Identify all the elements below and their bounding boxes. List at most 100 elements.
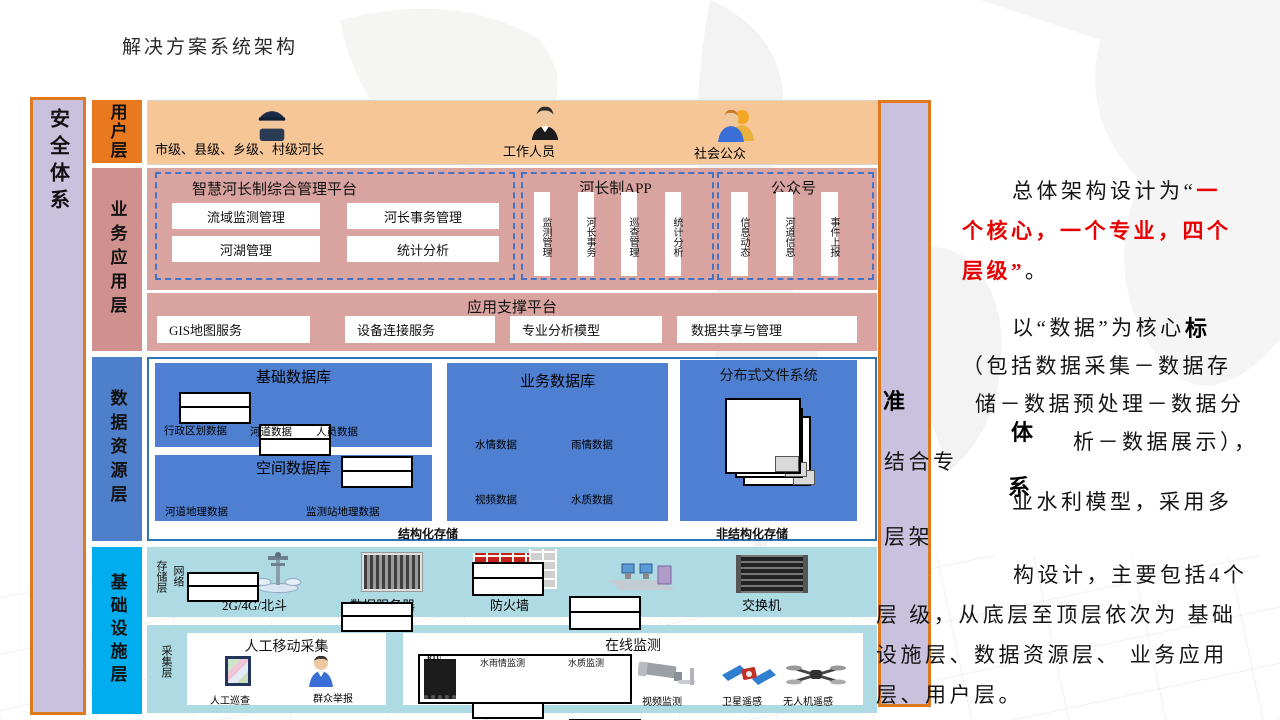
table-icon <box>179 392 251 424</box>
support-module: GIS地图服务 <box>157 316 310 343</box>
architecture-note-line: 个核心，一个专业，四个 <box>962 219 1232 243</box>
standard-bar-char: 标 <box>1185 316 1208 341</box>
app-module: 统计分析 <box>665 192 682 276</box>
architecture-note-line: 层、用户层。 <box>876 683 1023 707</box>
standard-bar-char: 准 <box>883 389 906 414</box>
user-group-staff-label: 工作人员 <box>503 144 556 159</box>
business-db-item: 水质数据 <box>571 495 613 506</box>
table-icon <box>341 602 413 632</box>
manual-collection-title: 人工移动采集 <box>244 640 329 655</box>
layer-bar-data-label: 数据资源层 <box>107 389 127 509</box>
basic-db-item: 人员数据 <box>316 427 358 438</box>
structured-storage-label: 结构化存储 <box>398 527 459 541</box>
smart-platform-box <box>155 172 515 280</box>
architecture-note-line: 层级”。 <box>962 261 1050 282</box>
standard-bar-char: 系 <box>1008 475 1031 500</box>
architecture-note-line: 总体架构设计为“一 <box>1012 181 1221 202</box>
architecture-note-line: 结合专 <box>884 450 958 474</box>
vpn-gateway-icon <box>608 563 676 590</box>
river-chief-app-box <box>521 172 714 280</box>
network-item-label: 交换机 <box>742 598 782 613</box>
wechat-account-box <box>717 172 874 280</box>
online-item-label: 水质监测 <box>568 658 605 668</box>
storage-layer-label: 存储层 <box>155 560 167 593</box>
note-text-red: 一 <box>1196 179 1221 203</box>
online-item-label: 无人机遥感 <box>783 697 833 708</box>
online-item-label: 水雨情监测 <box>480 658 526 668</box>
security-system-label: 安全体系 <box>46 108 69 216</box>
business-database-title: 业务数据库 <box>519 374 595 390</box>
support-module: 设备连接服务 <box>345 316 495 343</box>
app-module: 河长事务 <box>578 192 595 276</box>
table-icon <box>472 562 544 596</box>
basic-db-item: 河道数据 <box>250 427 292 438</box>
architecture-note-line: 构设计，主要包括4个 <box>1013 563 1248 587</box>
wechat-module: 河道信息 <box>776 192 794 276</box>
support-platform-title: 应用支撑平台 <box>466 300 557 316</box>
basic-database-title: 基础数据库 <box>255 370 331 386</box>
spatial-database-title: 空间数据库 <box>255 461 331 477</box>
table-icon <box>187 572 259 602</box>
layer-bar-user-label: 用户层 <box>107 103 127 160</box>
layer-bar-user: 用户层 <box>92 100 142 163</box>
unstructured-storage-label: 非结构化存储 <box>716 527 789 541</box>
platform-module: 流域监测管理 <box>172 203 320 229</box>
network-item-label: 防火墙 <box>490 598 530 613</box>
page-title: 解决方案系统架构 <box>122 37 299 58</box>
table-icon <box>569 596 641 630</box>
smart-platform-title: 智慧河长制综合管理平台 <box>192 182 358 198</box>
manual-item-label: 群众举报 <box>313 694 353 705</box>
manual-item-label: 人工巡查 <box>210 696 250 707</box>
reporter-icon <box>309 655 333 687</box>
online-item-label: 视频监测 <box>642 697 682 708</box>
basic-db-item: 行政区划数据 <box>164 426 227 437</box>
data-server-icon <box>361 552 423 592</box>
app-module: 巡查管理 <box>621 192 638 276</box>
security-system-bar: 安全体系 <box>30 97 86 715</box>
note-text-black: 总体架构设计为“ <box>1012 179 1197 203</box>
public-icon <box>718 109 754 142</box>
rtu-icon <box>424 659 456 699</box>
support-module: 专业分析模型 <box>510 316 662 343</box>
spatial-db-item: 河道地理数据 <box>165 507 228 518</box>
layer-bar-data: 数据资源层 <box>92 357 142 541</box>
platform-module: 河湖管理 <box>172 236 320 262</box>
manual-collection-box <box>187 633 386 705</box>
architecture-note-line: 储－数据预处理－数据分 <box>975 392 1245 416</box>
document-corner <box>775 456 799 472</box>
river-chief-icon <box>258 111 286 141</box>
table-icon <box>259 424 331 456</box>
note-text-red: 层级” <box>962 259 1025 283</box>
business-db-item: 水情数据 <box>475 440 517 451</box>
business-db-item: 雨情数据 <box>571 440 613 451</box>
layer-bar-infra: 基础设施层 <box>92 547 142 714</box>
architecture-note-line: （包括数据采集－数据存 <box>962 354 1232 378</box>
standard-bar-char: 体 <box>1011 420 1034 445</box>
architecture-note-line: 业水利模型，采用多 <box>1012 490 1233 514</box>
layer-bar-business-label: 业务应用层 <box>107 199 127 320</box>
user-group-public-label: 社会公众 <box>694 146 747 161</box>
architecture-note-line: 层架 <box>884 525 933 549</box>
architecture-note-line: 以“数据”为核心 <box>1012 316 1185 340</box>
staff-icon <box>531 106 559 140</box>
drone-icon <box>786 665 846 685</box>
architecture-note-line: 析－数据展示）， <box>1073 430 1259 454</box>
cctv-camera-icon <box>638 661 695 685</box>
platform-module: 河长事务管理 <box>347 203 499 229</box>
wechat-module: 信息动态 <box>731 192 749 276</box>
platform-module: 统计分析 <box>347 236 499 262</box>
user-group-river-chief-label: 市级、县级、乡级、村级河长 <box>155 142 325 157</box>
architecture-note-line: 设施层、数据资源层、 业务应用 <box>876 643 1228 667</box>
layer-bar-infra-label: 基础设施层 <box>107 573 127 688</box>
table-icon <box>341 456 413 488</box>
business-db-item: 视频数据 <box>475 495 517 506</box>
note-text-black: 。 <box>1025 259 1050 283</box>
network-label: 网络 <box>172 565 184 587</box>
wechat-module: 事件上报 <box>821 192 839 276</box>
standard-system-bar <box>878 100 931 707</box>
online-monitoring-title: 在线监测 <box>605 639 661 654</box>
dfs-title: 分布式文件系统 <box>719 369 818 384</box>
layer-bar-business: 业务应用层 <box>92 168 142 351</box>
app-module: 监测管理 <box>534 192 551 276</box>
architecture-note-line: 层 级，从底层至顶层依次为 基础 <box>876 603 1237 627</box>
